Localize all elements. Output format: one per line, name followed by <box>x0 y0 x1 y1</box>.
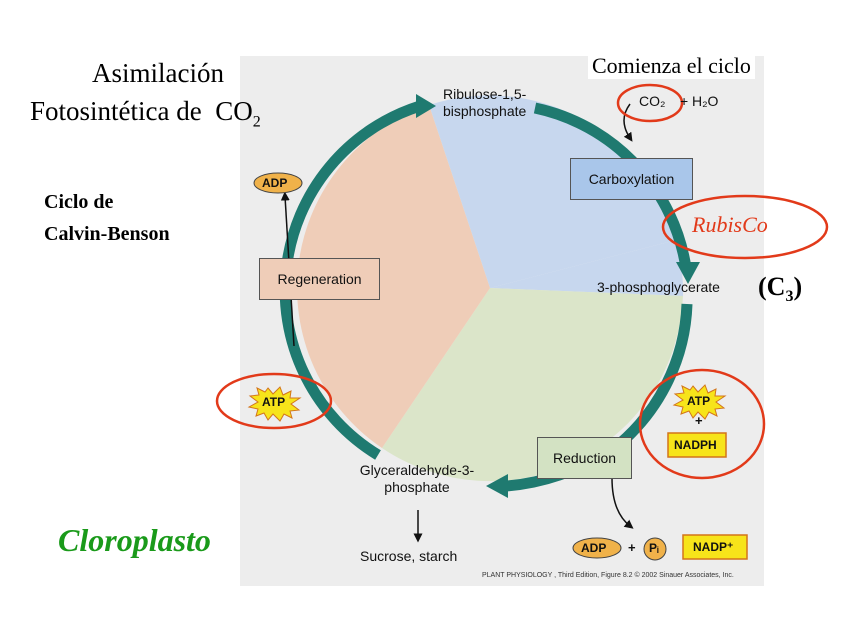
adp-top-label: ADP <box>262 176 288 190</box>
plus-sign-input: + <box>680 93 689 109</box>
title-line-1: Asimilación <box>92 58 224 88</box>
reduction-sector <box>382 288 683 482</box>
nadph-box <box>667 432 727 458</box>
plus-sign-cofactors: + <box>695 413 703 428</box>
atp-star-right <box>672 384 727 420</box>
c3-label: (C3) <box>758 272 803 306</box>
reduction-box: Reduction <box>537 437 632 479</box>
figure-credit: PLANT PHYSIOLOGY , Third Edition, Figure… <box>482 572 734 579</box>
products-label: Sucrose, starch <box>360 548 458 564</box>
cycle-arrowhead-carboxylation <box>676 262 700 284</box>
cycle-arrowhead-g3p <box>486 474 508 498</box>
atp-left-label: ATP <box>262 395 286 409</box>
pi-label: Pᵢ <box>649 541 659 555</box>
rubisco-label: RubisCo <box>692 212 768 237</box>
rubisco-highlight <box>661 194 829 260</box>
nadp-box <box>682 534 748 560</box>
pi-molecule <box>643 537 667 561</box>
atp-left-highlight <box>215 372 333 430</box>
adp-bottom-label: ADP <box>581 541 607 555</box>
co2-input: CO₂ <box>639 93 666 109</box>
carboxylation-sector-extension <box>490 240 684 296</box>
atp-star-left <box>247 386 302 422</box>
nadp-label: NADP⁺ <box>693 540 734 554</box>
g3p-label: Glyceraldehyde-3- phosphate <box>359 462 475 495</box>
regeneration-box: Regeneration <box>259 258 380 300</box>
title-line-2: Fotosintética de CO2 <box>30 96 261 131</box>
adp-molecule-top <box>253 172 303 194</box>
start-note: Comienza el ciclo <box>588 53 755 79</box>
co2-highlight <box>616 83 684 123</box>
plus-sign-products: + <box>628 540 636 555</box>
cycle-name: Ciclo de Calvin-Benson <box>44 191 170 245</box>
cycle-arrow-reduction <box>608 303 693 455</box>
location-label: Cloroplasto <box>58 522 211 558</box>
h2o-input: H₂O <box>692 93 719 109</box>
reduction-out-arrow <box>611 477 634 529</box>
rubp-label: Ribulose-1,5- bisphosphate <box>443 86 527 119</box>
atp-nadph-highlight <box>638 368 766 480</box>
cycle-arrowhead-rubp <box>416 94 436 118</box>
co2-input-arrow <box>623 103 633 142</box>
atp-right-label: ATP <box>687 394 711 408</box>
regeneration-sector <box>297 105 490 448</box>
pga-label: 3-phosphoglycerate <box>597 279 720 295</box>
nadph-label: NADPH <box>674 438 717 452</box>
carboxylation-box: Carboxylation <box>570 158 693 200</box>
adp-molecule-bottom <box>572 537 622 559</box>
